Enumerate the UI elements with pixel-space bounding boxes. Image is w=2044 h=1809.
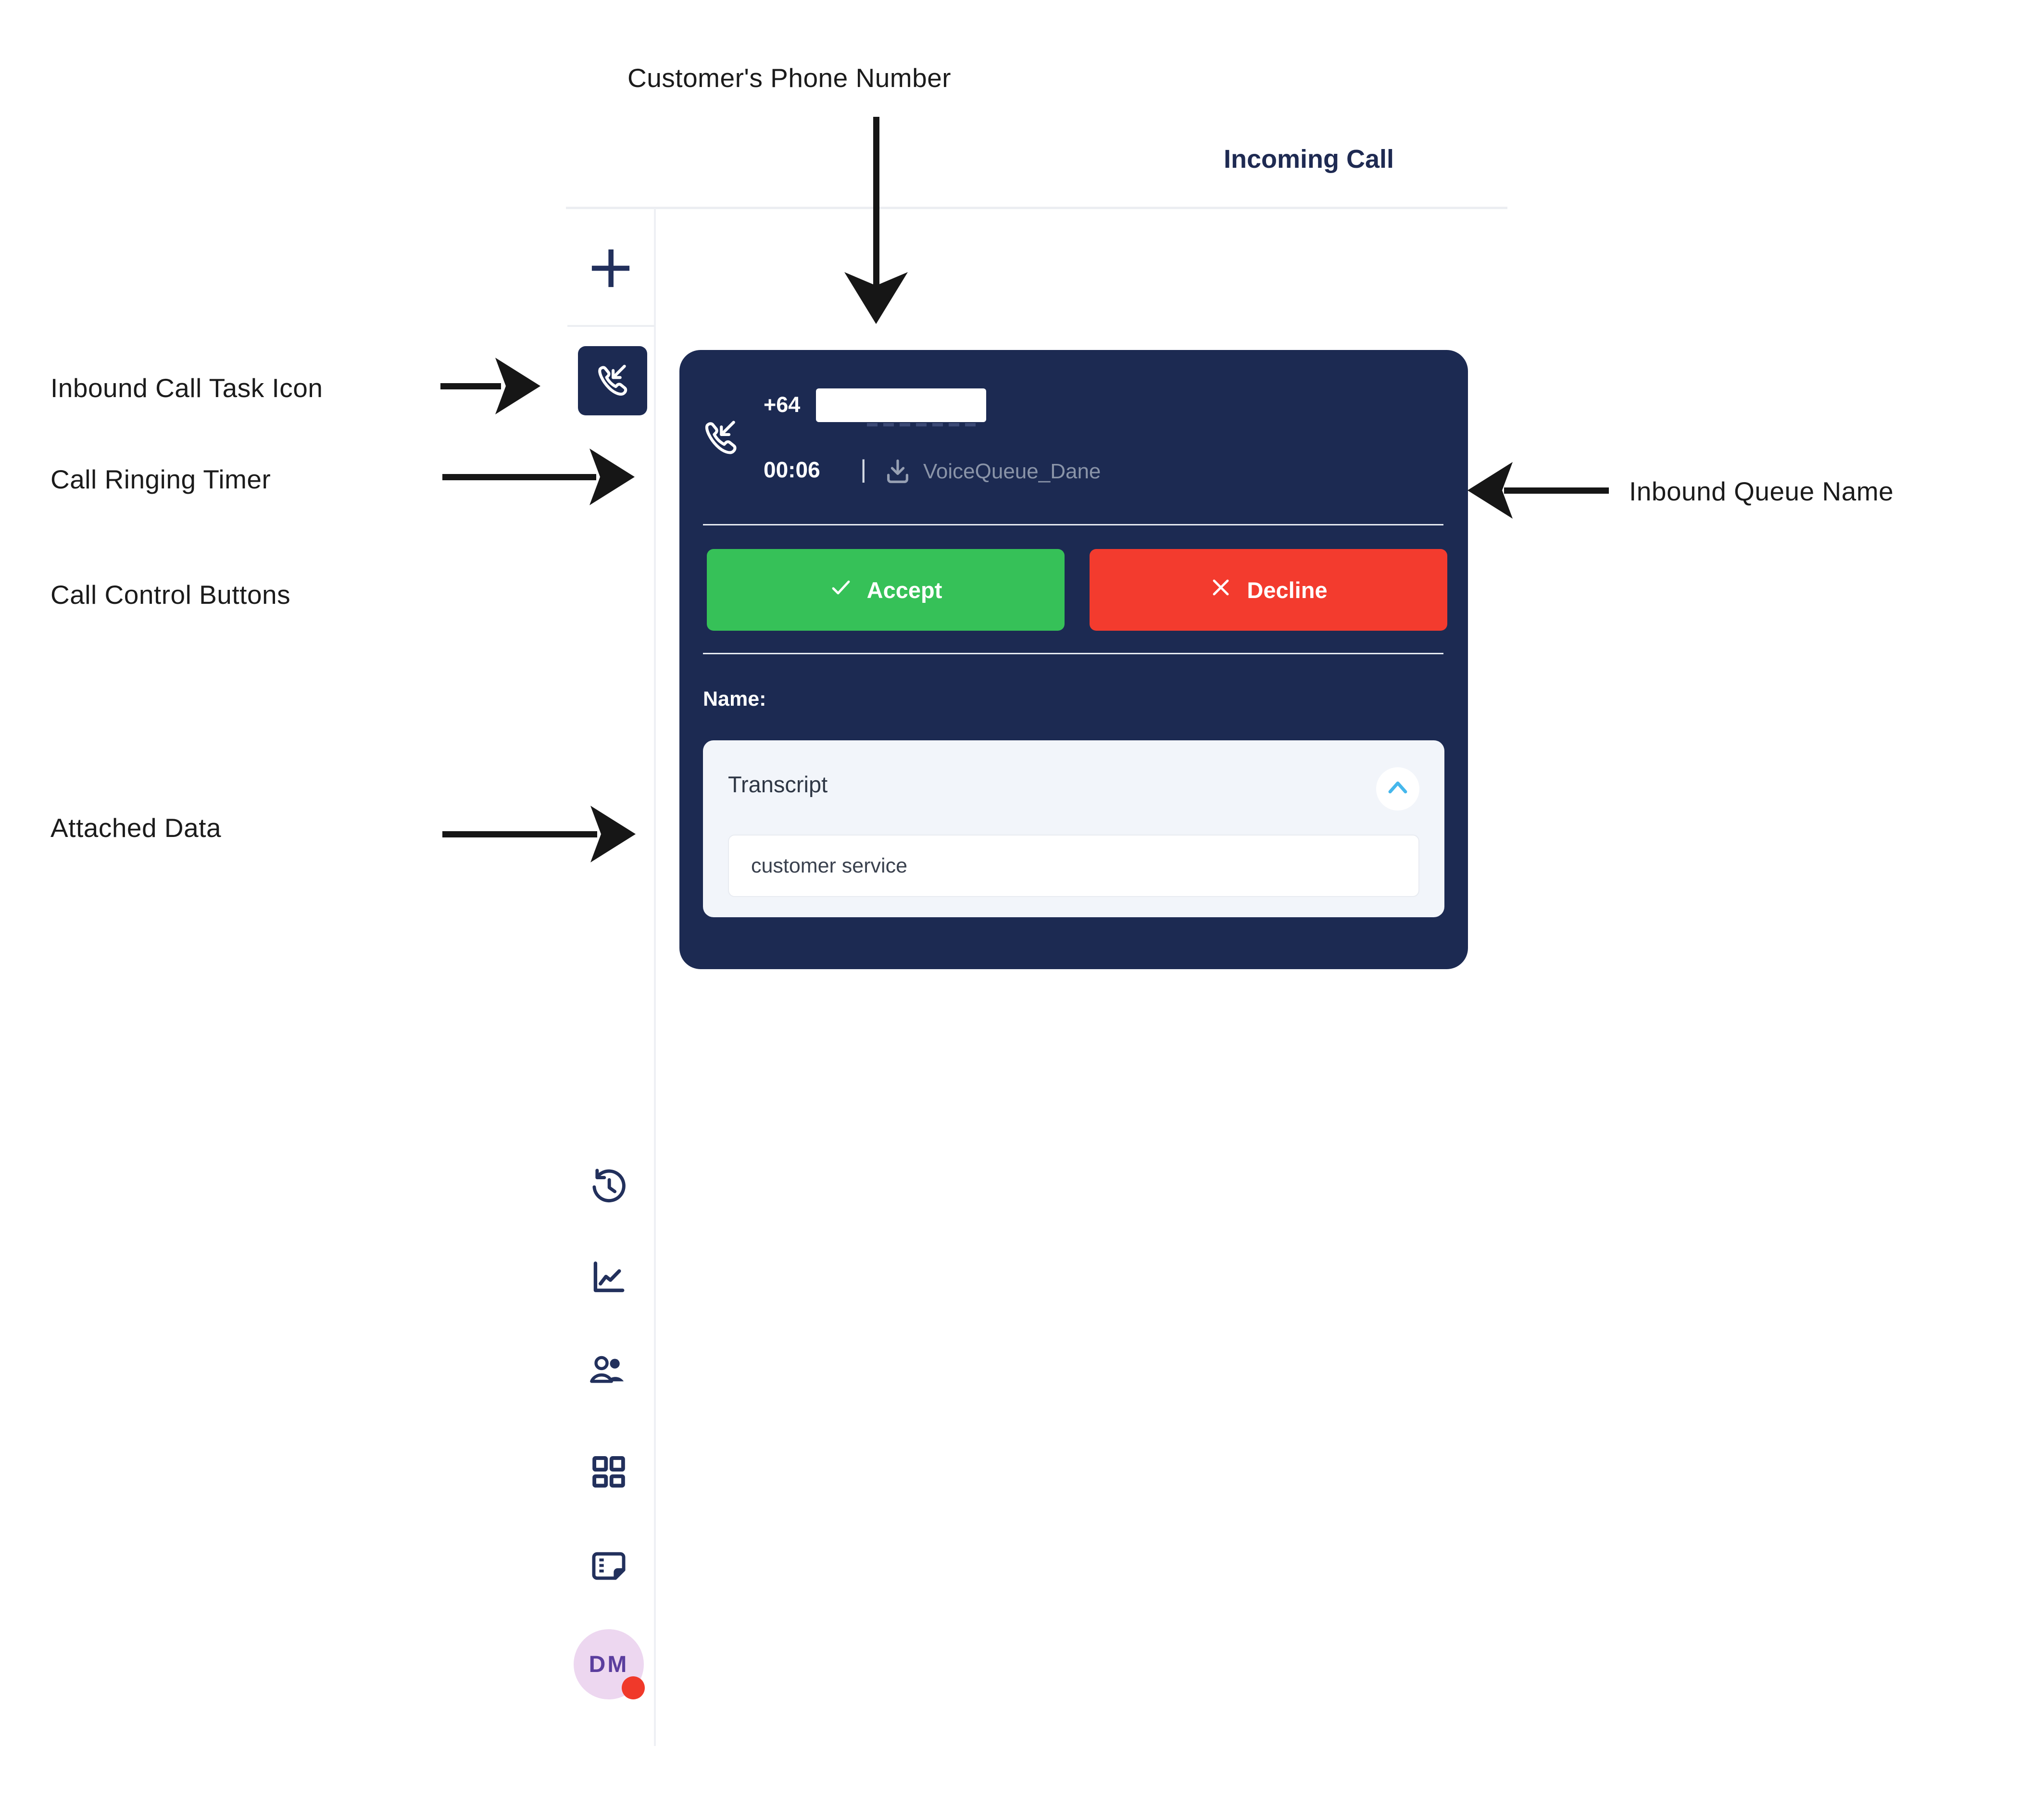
redaction-artifact	[867, 423, 978, 426]
chevron-up-icon	[1384, 774, 1411, 804]
agents-icon	[587, 1350, 631, 1395]
notes-icon	[587, 1546, 631, 1590]
queue-download-icon	[883, 456, 913, 486]
accept-button[interactable]: Accept	[707, 549, 1065, 631]
annotation-inbound-queue-name: Inbound Queue Name	[1629, 476, 1894, 506]
incoming-call-card: +64 00:06 | VoiceQueue_Dane Accept Decli…	[679, 350, 1468, 969]
sidebar-section-divider	[567, 325, 655, 327]
sidebar-item-stats[interactable]	[587, 1257, 631, 1301]
timer-separator: |	[860, 455, 867, 483]
history-icon	[587, 1164, 631, 1209]
annotation-call-control-buttons: Call Control Buttons	[50, 580, 291, 610]
annotation-call-ringing-timer: Call Ringing Timer	[50, 464, 271, 494]
decline-button[interactable]: Decline	[1090, 549, 1447, 631]
attached-data-panel: Transcript customer service	[703, 740, 1444, 917]
add-task-button[interactable]	[589, 246, 633, 290]
decline-button-label: Decline	[1247, 577, 1328, 603]
availability-status-dot	[622, 1676, 645, 1699]
inbound-call-icon	[590, 357, 635, 405]
customer-phone-number: +64	[764, 392, 801, 417]
annotation-customer-phone-number: Customer's Phone Number	[627, 63, 952, 93]
plus-icon	[589, 246, 633, 290]
annotation-attached-data: Attached Data	[50, 813, 222, 843]
avatar-initials: DM	[589, 1651, 629, 1677]
card-divider	[703, 653, 1443, 654]
attached-data-value-row: customer service	[728, 835, 1419, 897]
queues-grid-icon	[587, 1451, 631, 1495]
x-icon	[1209, 576, 1232, 604]
sidebar-divider	[654, 209, 656, 1746]
sidebar-item-agents[interactable]	[587, 1350, 631, 1395]
header-divider	[566, 207, 1507, 209]
inbound-call-icon	[696, 412, 745, 462]
redacted-phone-number	[816, 388, 986, 422]
name-label: Name:	[703, 687, 766, 711]
collapse-toggle-button[interactable]	[1376, 767, 1419, 811]
card-divider	[703, 524, 1443, 525]
page-title: Incoming Call	[1224, 145, 1394, 174]
sidebar-item-inbound-call-task[interactable]	[578, 346, 647, 415]
inbound-queue-name: VoiceQueue_Dane	[923, 460, 1101, 483]
call-ringing-timer: 00:06	[764, 457, 820, 482]
sidebar-item-queues[interactable]	[587, 1451, 631, 1495]
sidebar-item-history[interactable]	[587, 1164, 631, 1209]
check-icon	[829, 576, 853, 604]
stats-icon	[587, 1257, 631, 1301]
accept-button-label: Accept	[866, 577, 942, 603]
annotation-inbound-call-task-icon: Inbound Call Task Icon	[50, 373, 323, 403]
sidebar-item-notes[interactable]	[587, 1546, 631, 1590]
attached-data-field-value: customer service	[751, 854, 907, 877]
attached-data-field-title: Transcript	[728, 772, 828, 797]
